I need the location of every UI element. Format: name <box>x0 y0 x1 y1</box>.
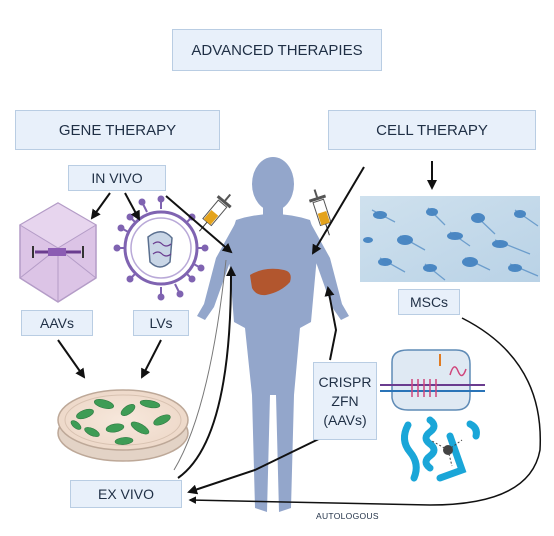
arrow-lv-to-dish <box>141 339 162 379</box>
title-box: ADVANCED THERAPIES <box>172 29 382 71</box>
mscs-label: MSCs <box>409 294 449 310</box>
arrow-msc-autologous <box>188 317 542 506</box>
zinc-ion-icon <box>431 439 463 467</box>
title-text: ADVANCED THERAPIES <box>191 41 363 59</box>
lvs-label: LVs <box>149 315 173 331</box>
gene-editing-box: CRISPR ZFN (AAVs) <box>313 362 377 440</box>
cell-therapy-box: CELL THERAPY <box>328 110 536 150</box>
ex-vivo-box: EX VIVO <box>70 480 182 508</box>
ex-vivo-label: EX VIVO <box>97 486 155 502</box>
gene-therapy-box: GENE THERAPY <box>15 110 220 150</box>
msc-micrograph <box>360 196 540 282</box>
zfn-label: ZFN <box>331 392 359 409</box>
in-vivo-label: IN VIVO <box>91 170 143 186</box>
syringe-right-icon <box>308 189 332 236</box>
editing-aavs-label: (AAVs) <box>323 411 367 428</box>
zinc-finger-protein-icon <box>401 416 480 482</box>
petri-dish-icon <box>57 389 189 462</box>
aavs-label: AAVs <box>40 315 74 331</box>
lentivirus-icon <box>113 195 209 301</box>
autologous-label: AUTOLOGOUS <box>316 511 379 521</box>
arrow-exvivo-to-body <box>177 266 237 479</box>
arrow-crispr-to-body <box>324 286 338 361</box>
arrow-cell-to-body <box>311 166 365 255</box>
crispr-cas9-icon <box>380 349 485 411</box>
arrow-invivo-to-body <box>165 195 233 254</box>
lvs-box: LVs <box>133 310 189 336</box>
liver-icon <box>250 268 291 296</box>
syringe-left-icon <box>199 193 232 232</box>
arrow-aav-to-dish <box>57 339 86 379</box>
in-vivo-box: IN VIVO <box>68 165 166 191</box>
crispr-label: CRISPR <box>318 373 372 390</box>
arrow-dish-to-body <box>173 259 227 471</box>
cell-therapy-label: CELL THERAPY <box>376 121 488 139</box>
arrow-invivo-to-lv <box>124 192 140 221</box>
mscs-box: MSCs <box>398 289 460 315</box>
aav-capsid-icon <box>19 202 97 303</box>
arrow-invivo-to-aav <box>90 192 111 220</box>
aavs-box: AAVs <box>21 310 93 336</box>
gene-therapy-label: GENE THERAPY <box>58 121 177 139</box>
